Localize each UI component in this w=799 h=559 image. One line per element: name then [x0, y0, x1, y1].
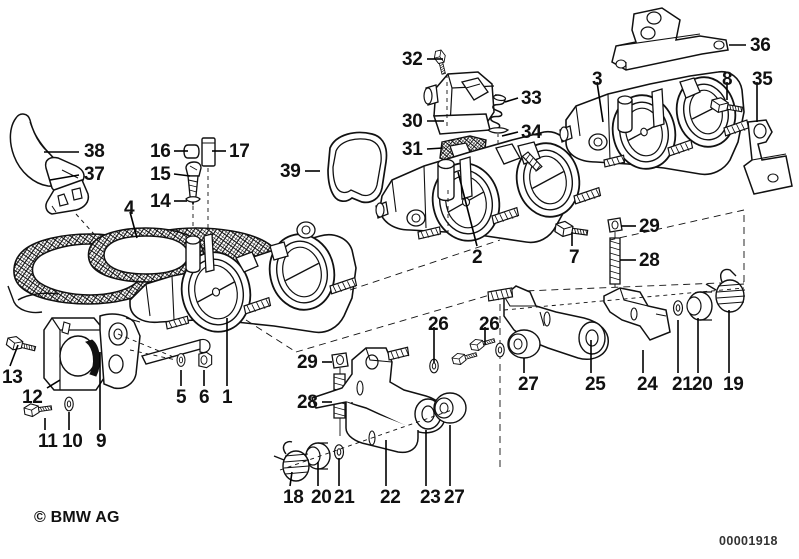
washer-part-21-right [672, 300, 684, 316]
bracket-part-24 [603, 287, 671, 341]
leader-line-31 [426, 147, 444, 150]
callout-label-35: 35 [752, 69, 773, 90]
washer-part-26b [495, 342, 505, 358]
callout-leader-lines [9, 44, 758, 487]
assembly-guide-main [295, 281, 745, 353]
spring-part-18 [273, 440, 310, 482]
callout-label-7: 7 [569, 247, 580, 268]
callout-label-38: 38 [84, 141, 105, 162]
callout-label-17: 17 [229, 141, 250, 162]
diagram-part-number: 00001918 [719, 534, 778, 548]
leader-line-12 [46, 379, 61, 389]
leader-line-2 [457, 171, 478, 247]
spring-part-19 [705, 268, 746, 313]
throttle-housing-part-3 [559, 70, 750, 176]
callout-label-13: 13 [2, 367, 23, 388]
callout-label-1: 1 [222, 387, 233, 408]
spring-part-33 [488, 94, 507, 132]
callout-label-33: 33 [521, 88, 542, 109]
callout-label-16: 16 [150, 141, 171, 162]
throttle-lever-part-25 [503, 285, 609, 360]
temperature-sensor-part [9, 113, 90, 215]
bushing-part-20-right [686, 291, 713, 321]
callout-label-37: 37 [84, 164, 105, 185]
leader-line-13 [9, 344, 19, 367]
callout-label-28: 28 [639, 250, 660, 271]
callout-label-10: 10 [62, 431, 83, 452]
leader-line-3 [596, 81, 604, 123]
throttle-housing-part-1 [129, 221, 358, 365]
callout-label-14: 14 [150, 191, 171, 212]
callout-label-29: 29 [639, 216, 660, 237]
washer-part-5 [176, 353, 186, 367]
leader-line-34 [501, 131, 519, 137]
callout-label-34: 34 [521, 122, 542, 143]
callout-label-15: 15 [150, 164, 171, 185]
callout-label-23: 23 [420, 487, 441, 508]
callout-label-18: 18 [283, 487, 304, 508]
callout-label-32: 32 [402, 49, 423, 70]
bracket-part-35 [743, 119, 793, 195]
idle-actuator-part-30 [423, 71, 495, 135]
leader-line-33 [504, 97, 519, 103]
callout-label-20: 20 [311, 487, 332, 508]
callout-label-20: 20 [692, 374, 713, 395]
callout-label-9: 9 [96, 431, 107, 452]
throttle-lever-part-22 [311, 347, 446, 454]
stud-part-28-right [609, 232, 621, 308]
callout-label-27: 27 [518, 374, 539, 395]
callout-label-31: 31 [402, 139, 423, 160]
washer-part-34 [486, 127, 510, 148]
callout-label-24: 24 [637, 374, 658, 395]
nut-part-29-center [331, 352, 349, 369]
copyright-notice: © BMW AG [34, 509, 120, 526]
callout-label-4: 4 [124, 198, 135, 219]
screw-part-26b [468, 334, 497, 353]
callout-label-36: 36 [750, 35, 771, 56]
callout-label-27: 27 [444, 487, 465, 508]
callout-label-2: 2 [472, 247, 483, 268]
nut-part-29-right [607, 217, 623, 233]
leader-line-4 [129, 211, 138, 239]
callout-label-30: 30 [402, 111, 423, 132]
bushing-part-27-right [507, 329, 541, 359]
callout-label-29: 29 [297, 352, 318, 373]
callout-label-6: 6 [199, 387, 210, 408]
callout-label-3: 3 [592, 69, 603, 90]
callout-label-26: 26 [479, 314, 500, 335]
screw-on-lever-25 [487, 287, 514, 302]
washer-part-10 [64, 396, 74, 412]
callout-label-21: 21 [672, 374, 693, 395]
callout-label-22: 22 [380, 487, 401, 508]
callout-label-26: 26 [428, 314, 449, 335]
callout-label-28: 28 [297, 392, 318, 413]
callout-label-39: 39 [280, 161, 301, 182]
leader-line-18 [289, 471, 293, 487]
leader-line-37 [49, 174, 80, 181]
screw-part-26a [450, 348, 479, 367]
callout-label-12: 12 [22, 387, 43, 408]
assembly-axis-left [117, 333, 177, 361]
fastener-group-14-17 [183, 137, 216, 248]
leader-line-15 [173, 173, 191, 177]
washer-part-21-center [333, 444, 345, 460]
callout-label-25: 25 [585, 374, 606, 395]
switch-bracket-part-9 [99, 313, 141, 390]
callout-label-21: 21 [334, 487, 355, 508]
screw-part-32 [432, 48, 450, 76]
callout-label-8: 8 [722, 69, 733, 90]
bracket-part-36 [611, 7, 729, 71]
throttle-switch-part-12 [43, 317, 105, 391]
callout-label-19: 19 [723, 374, 744, 395]
callout-label-5: 5 [176, 387, 187, 408]
screw-part-13 [4, 334, 38, 356]
o-ring-gasket-part-39 [327, 131, 388, 204]
screw-on-lever-22 [387, 346, 410, 361]
bushing-part-27-center [433, 392, 467, 424]
callout-label-11: 11 [38, 431, 58, 452]
nut-part-6 [198, 351, 213, 369]
